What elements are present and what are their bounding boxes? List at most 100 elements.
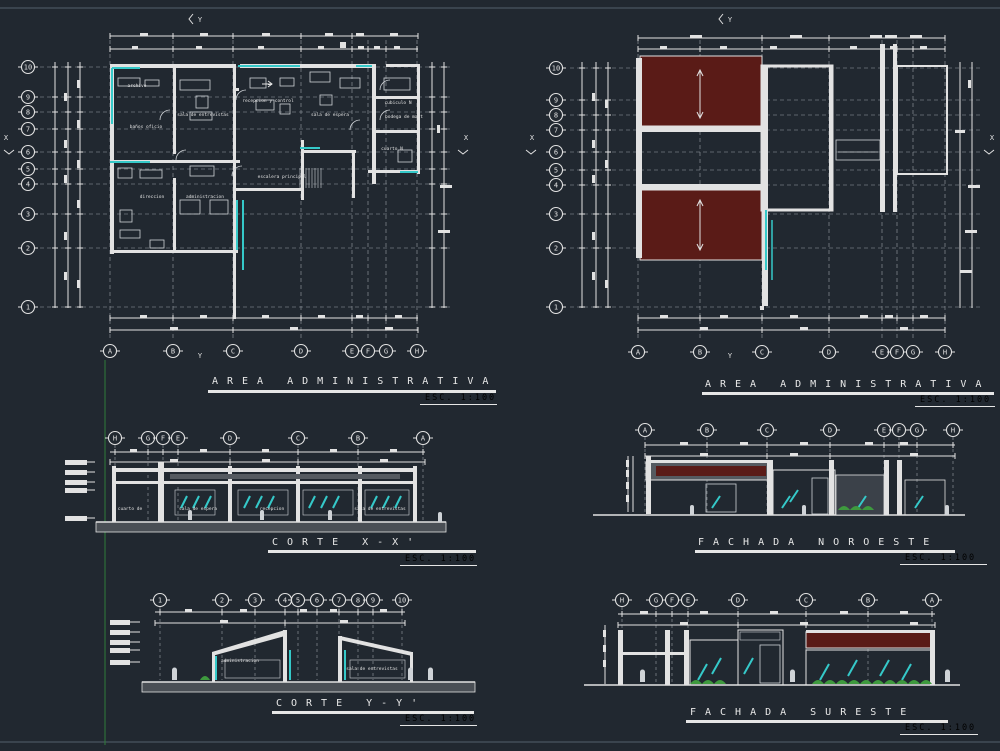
grid-bubble-C-label: C <box>765 427 769 435</box>
grid-bubble-G-label: G <box>146 435 150 443</box>
facade-pier-1 <box>646 456 651 514</box>
section-mark-y-bottom: Y <box>728 352 733 360</box>
ground-slab <box>95 521 447 533</box>
grid-bubble-col-G-label: G <box>911 349 915 357</box>
grid-bubble-col-F-label: F <box>366 348 370 356</box>
furniture-15 <box>119 229 141 239</box>
slope-arrow-north <box>696 68 704 120</box>
glass-pane-6 <box>901 663 912 681</box>
grid-bubble-C-label: C <box>296 435 300 443</box>
wall-b2 <box>173 178 176 253</box>
grid-bubble-E-label: E <box>176 435 180 443</box>
grid-bubble-col-B-label: B <box>171 348 175 356</box>
section-column-4 <box>358 466 362 522</box>
grid-bubble-row-2-label: 2 <box>554 245 558 253</box>
grid-bubble-col-F-label: F <box>895 349 899 357</box>
grid-bubble-col-D-label: D <box>299 348 303 356</box>
shrub-1 <box>690 680 726 684</box>
furniture-0 <box>117 77 141 87</box>
door-6 <box>349 119 361 131</box>
ground-slab <box>141 681 476 693</box>
grid-bubble-row-5-label: 5 <box>26 166 30 174</box>
room-label-3: recepcion y control <box>242 98 294 104</box>
glass-pane-0 <box>697 663 708 681</box>
room-label-6: bodega de mant <box>385 114 423 120</box>
grid-bubble-G-label: G <box>654 597 658 605</box>
roof-band <box>656 466 766 476</box>
grid-bubble-D-label: D <box>828 427 832 435</box>
section-column-5 <box>413 466 417 522</box>
section-arrow-top <box>188 13 194 25</box>
door-main <box>811 477 829 515</box>
furniture-17 <box>383 77 411 91</box>
level-tag-4 <box>110 660 130 665</box>
level-tag-4 <box>65 516 87 521</box>
person-2 <box>945 669 950 682</box>
grid-bubble-C-label: C <box>804 597 808 605</box>
person-1 <box>408 667 413 680</box>
grid-bubble-10-label: 10 <box>398 597 406 605</box>
grid-bubble-7-label: 7 <box>337 597 341 605</box>
wall-f-h3 <box>368 170 420 173</box>
level-tag-1 <box>110 630 130 635</box>
ridge-column <box>283 630 287 682</box>
wall-mid-h <box>110 160 240 163</box>
facade-bay-2 <box>737 629 784 686</box>
section-label-1: sala de entrevistas <box>346 666 398 672</box>
grid-bubble-row-10-label: 10 <box>552 65 560 73</box>
grid-bubble-row-5-label: 5 <box>554 167 558 175</box>
grid-bubble-D-label: D <box>736 597 740 605</box>
roof-edge-west <box>636 58 642 258</box>
roof-parapet-2 <box>640 184 762 190</box>
grid-bubble-F-label: F <box>897 427 901 435</box>
roof-pitch-right <box>340 636 412 656</box>
furniture-5 <box>249 77 267 89</box>
grid-bubble-6-label: 6 <box>315 597 319 605</box>
grid-bubble-row-9-label: 9 <box>554 97 558 105</box>
grid-bubble-B-label: B <box>356 435 360 443</box>
section-arrow-left <box>3 149 15 155</box>
furniture-4 <box>189 111 213 121</box>
shrub <box>200 676 210 680</box>
glass-pane-4 <box>914 495 924 509</box>
plan-right-title: AREA ADMINISTRATIVA <box>705 379 991 390</box>
furniture-6 <box>279 77 295 87</box>
room-label-9: administracion <box>186 194 224 200</box>
grid-bubble-5-label: 5 <box>296 597 300 605</box>
person-1 <box>260 510 264 520</box>
grid-bubble-col-H-label: H <box>943 349 947 357</box>
title-fachada-sureste: FACHADA SURESTE <box>690 707 915 718</box>
wall-f-h2 <box>376 130 418 133</box>
grid-bubble-col-A-label: A <box>108 348 113 356</box>
corte-xx-title: CORTE X-X' <box>272 537 423 548</box>
grid-bubble-row-6-label: 6 <box>26 149 30 157</box>
furniture-7 <box>309 71 331 83</box>
section-mark-y-top: Y <box>198 16 203 24</box>
section-mark-x-left: X <box>530 134 535 142</box>
section-label-0: administracion <box>221 658 259 664</box>
plan-left-title: AREA ADMINISTRATIVA <box>212 376 498 387</box>
furniture-19 <box>189 165 215 177</box>
grid-bubble-D-label: D <box>228 435 232 443</box>
person-2 <box>428 667 433 680</box>
furniture-20 <box>255 99 275 111</box>
grid-bubble-col-A-label: A <box>636 349 641 357</box>
grid-bubble-A-label: A <box>421 435 426 443</box>
level-tag-3 <box>65 488 87 493</box>
wall-f-h <box>376 96 418 99</box>
furniture-13 <box>209 199 229 215</box>
furniture-11 <box>139 169 163 179</box>
glass-pane-1 <box>711 657 722 675</box>
wall-west <box>110 64 114 254</box>
glass-pane-4 <box>847 659 858 677</box>
room-label-1: baños oficio <box>130 124 163 130</box>
section-column-3 <box>296 466 300 522</box>
grid-bubble-row-8-label: 8 <box>26 109 30 117</box>
wall-east <box>417 64 420 174</box>
wall-d <box>301 140 304 200</box>
section-label-2: recepcion <box>260 506 285 512</box>
